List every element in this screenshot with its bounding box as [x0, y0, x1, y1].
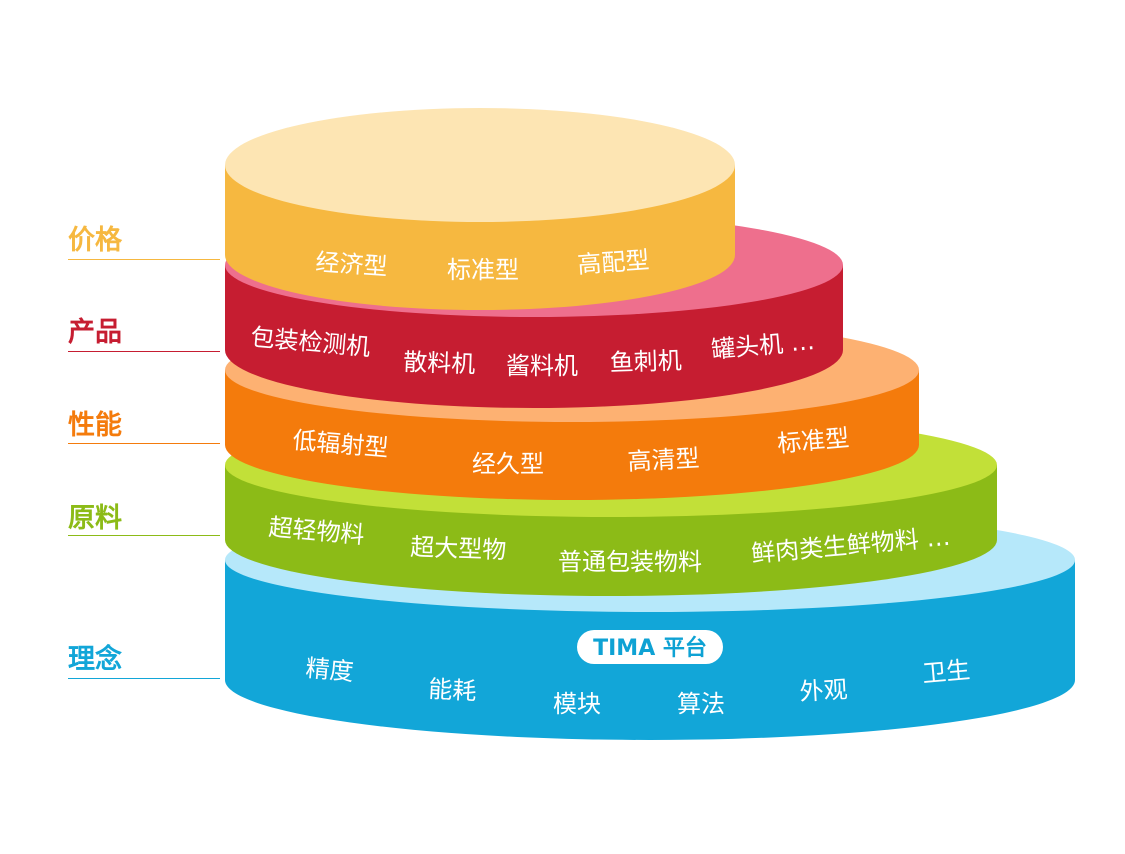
side-line-price — [68, 259, 220, 260]
side-label-product: 产品 — [68, 317, 122, 348]
side-line-product — [68, 351, 220, 352]
concept-item: 外观 — [799, 676, 848, 706]
concept-item: 算法 — [677, 690, 725, 718]
side-line-material — [68, 535, 220, 536]
tier-price — [225, 108, 735, 310]
performance-item: 高清型 — [627, 444, 700, 476]
concept-item: 能耗 — [428, 675, 477, 705]
tima-platform-badge-label: TIMA 平台 — [593, 635, 707, 661]
side-label-material: 原料 — [68, 503, 122, 534]
side-line-concept — [68, 678, 220, 679]
concept-item: 精度 — [304, 654, 354, 686]
material-item: 普通包装物料 — [558, 548, 702, 576]
tima-platform-badge: TIMA 平台 — [577, 630, 723, 664]
tier-price-top — [225, 108, 735, 222]
side-label-concept: 理念 — [68, 644, 122, 675]
concept-item: 模块 — [553, 690, 601, 718]
material-item: 超大型物 — [410, 533, 507, 564]
side-label-performance: 性能 — [68, 410, 122, 441]
product-item: 鱼刺机 — [609, 347, 682, 377]
tima-platform-badge-bg — [577, 630, 723, 664]
price-item: 标准型 — [447, 256, 519, 284]
product-item: 酱料机 — [506, 352, 578, 380]
performance-item: 标准型 — [776, 424, 850, 458]
side-label-price: 价格 — [68, 225, 122, 256]
price-item: 高配型 — [576, 246, 650, 279]
concept-item: 卫生 — [921, 656, 971, 688]
performance-item: 经久型 — [472, 450, 544, 478]
price-item: 经济型 — [315, 248, 389, 281]
side-line-performance — [68, 443, 220, 444]
product-item: 散料机 — [403, 348, 476, 378]
